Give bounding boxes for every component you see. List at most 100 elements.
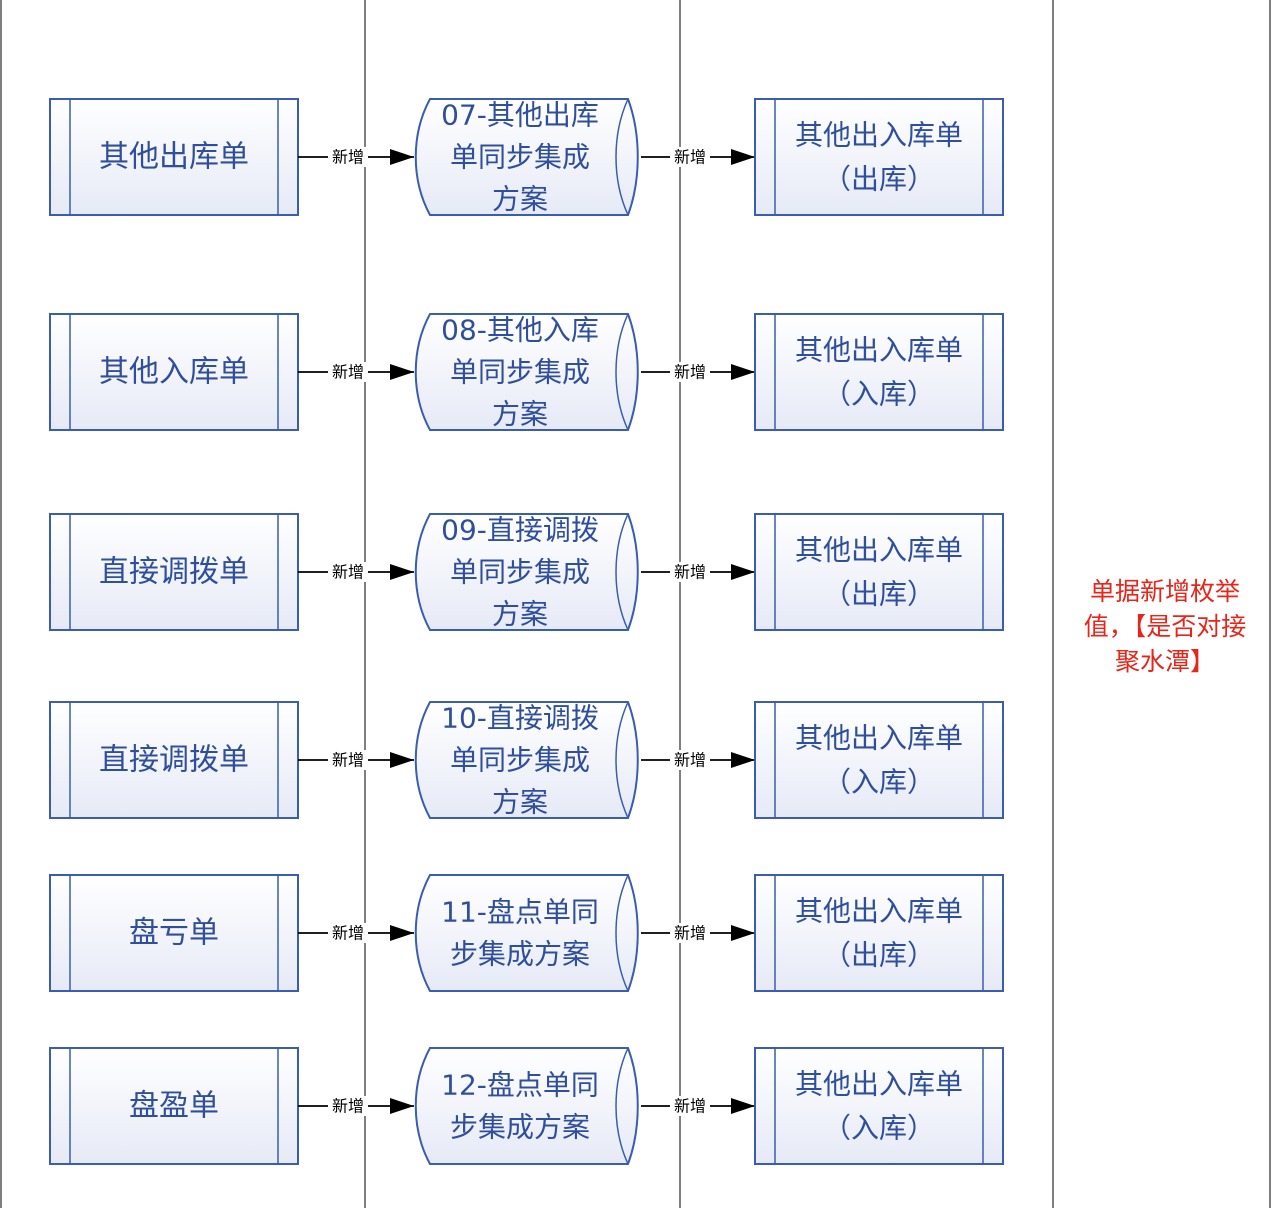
arrow-label: 新增 <box>332 924 364 943</box>
arrow-label-background <box>670 562 710 582</box>
scheme-label: 12-盘点单同 <box>441 1069 599 1102</box>
target-document-box: 其他出入库单 （入库） <box>754 1047 1004 1165</box>
flow-row: 其他出库单新增07-其他出库单同步集成方案新增其他出入库单（出库） <box>49 98 1004 216</box>
source-label: 盘盈单 <box>129 1089 219 1124</box>
arrow-label: 新增 <box>674 1097 706 1116</box>
box-frame <box>754 874 1004 992</box>
scheme-label: 09-直接调拨 <box>441 514 599 547</box>
arrow-label-background <box>328 750 368 770</box>
scheme-label: 单同步集成 <box>450 356 590 389</box>
target-label: （入库） <box>823 378 935 411</box>
scheme-label: 单同步集成 <box>450 556 590 589</box>
scheme-label: 方案 <box>492 786 548 819</box>
box-frame <box>49 874 299 992</box>
arrow-label-background <box>328 362 368 382</box>
flow-row: 直接调拨单新增09-直接调拨单同步集成方案新增其他出入库单（出库） <box>49 513 1004 631</box>
scheme-inner-curve <box>615 1047 629 1165</box>
arrow-label-background <box>670 923 710 943</box>
source-document-box: 盘亏单 <box>49 874 299 992</box>
target-label: （出库） <box>823 939 935 972</box>
arrow-label-background <box>328 147 368 167</box>
box-frame <box>754 701 1004 819</box>
scheme-label: 方案 <box>492 398 548 431</box>
target-document-box: 其他出入库单（出库） <box>754 98 1004 216</box>
scheme-label: 07-其他出库 <box>441 99 599 132</box>
arrow-label: 新增 <box>674 924 706 943</box>
box-frame <box>754 513 1004 631</box>
scheme-label: 步集成方案 <box>450 1111 590 1144</box>
scheme-label: 08-其他入库 <box>441 314 599 347</box>
scheme-inner-curve <box>615 874 629 992</box>
arrow-label: 新增 <box>674 148 706 167</box>
box-frame <box>49 513 299 631</box>
scheme-label: 10-直接调拨 <box>441 702 599 735</box>
target-label: （入库） <box>823 1112 935 1145</box>
target-label: 其他出入库单 <box>795 895 963 928</box>
arrow-label: 新增 <box>674 563 706 582</box>
scheme-label: 步集成方案 <box>450 938 590 971</box>
scheme-outline <box>414 313 639 431</box>
arrow-label: 新增 <box>332 1097 364 1116</box>
arrow-label-background <box>328 923 368 943</box>
target-document-box: 其他出入库单 （入库） <box>754 313 1004 431</box>
target-label: （出库） <box>823 163 935 196</box>
box-frame <box>754 1047 1004 1165</box>
scheme-outline <box>414 701 639 819</box>
arrow-label: 新增 <box>674 363 706 382</box>
arrow-label-background <box>670 750 710 770</box>
arrow-label-background <box>670 1096 710 1116</box>
note-line: 聚水潭】 <box>1114 647 1215 676</box>
note-line: 值，【是否对接 <box>1083 612 1247 641</box>
annotation-note: 单据新增枚举 值，【是否对接 聚水潭】 <box>1062 574 1268 679</box>
source-label: 盘亏单 <box>129 916 219 951</box>
arrow-label-background <box>328 1096 368 1116</box>
source-document-box: 其他入库单 <box>49 313 299 431</box>
source-document-box: 直接调拨单 <box>49 701 299 819</box>
target-document-box: 其他出入库单 （出库） <box>754 513 1004 631</box>
arrow-label: 新增 <box>332 751 364 770</box>
source-label: 其他入库单 <box>99 355 249 390</box>
arrow-label: 新增 <box>332 148 364 167</box>
box-frame <box>754 98 1004 216</box>
target-label: 其他出入库单 <box>795 334 963 367</box>
target-label: （入库） <box>823 766 935 799</box>
scheme-inner-curve <box>615 701 629 819</box>
note-line: 单据新增枚举 <box>1089 577 1240 606</box>
scheme-inner-curve <box>615 513 629 631</box>
box-frame <box>49 98 299 216</box>
scheme-outline <box>414 98 639 216</box>
scheme-outline <box>414 1047 639 1165</box>
source-label: 其他出库单 <box>99 140 249 175</box>
target-label: （出库） <box>823 578 935 611</box>
target-label: 其他出入库单 <box>795 534 963 567</box>
source-document-box: 直接调拨单 <box>49 513 299 631</box>
scheme-label: 单同步集成 <box>450 744 590 777</box>
source-document-box: 其他出库单 <box>49 98 299 216</box>
scheme-label: 方案 <box>492 183 548 216</box>
scheme-label: 方案 <box>492 598 548 631</box>
arrow-label-background <box>670 147 710 167</box>
source-label: 直接调拨单 <box>99 555 249 590</box>
arrow-label: 新增 <box>332 363 364 382</box>
box-frame <box>49 313 299 431</box>
target-label: 其他出入库单 <box>795 1068 963 1101</box>
arrow-label-background <box>328 562 368 582</box>
scheme-outline <box>414 513 639 631</box>
source-document-box: 盘盈单 <box>49 1047 299 1165</box>
scheme-inner-curve <box>615 313 629 431</box>
target-document-box: 其他出入库单（入库） <box>754 701 1004 819</box>
arrow-label: 新增 <box>674 751 706 770</box>
scheme-label: 11-盘点单同 <box>441 896 599 929</box>
